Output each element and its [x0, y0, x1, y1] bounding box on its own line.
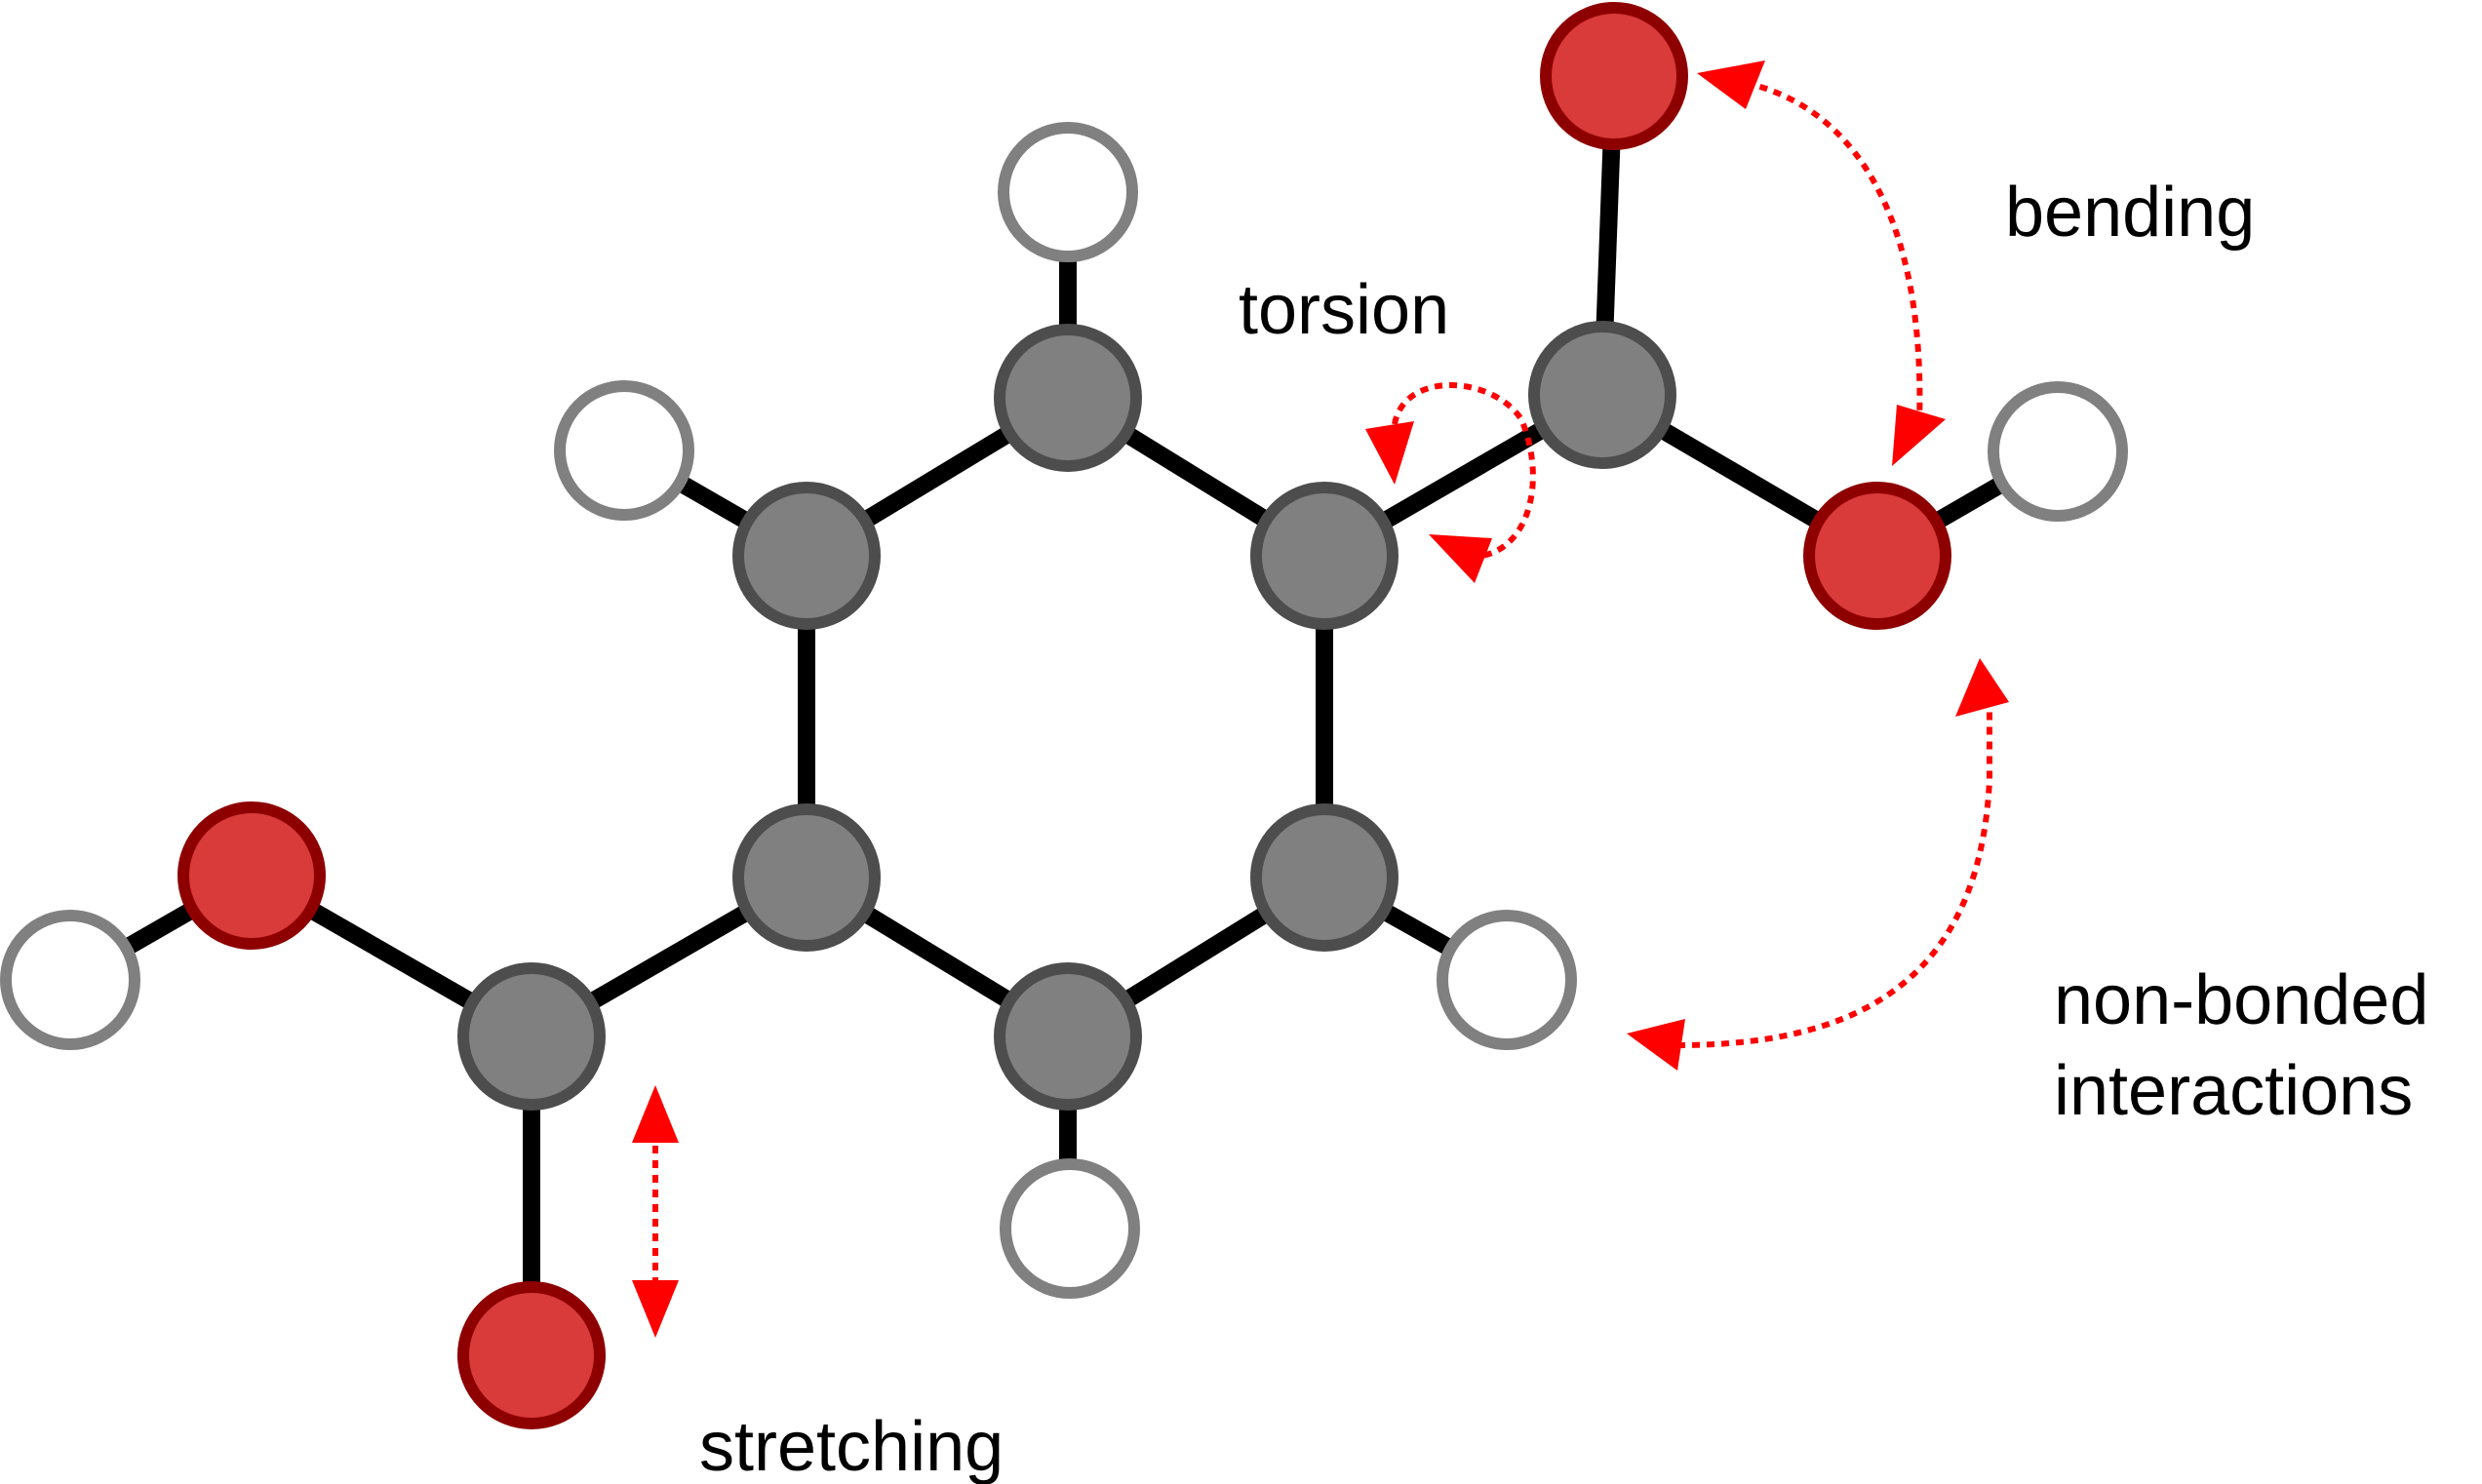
oxygen-atom [1540, 2, 1688, 150]
stretching-label: stretching [699, 1408, 1004, 1484]
hydrogen-atom [1000, 1158, 1140, 1299]
arrowhead-icon [1955, 658, 2009, 717]
carbon-atom [994, 324, 1142, 472]
carbon-atom [457, 962, 606, 1111]
bending-label: bending [2005, 174, 2255, 252]
torsion-label: torsion [1239, 271, 1449, 349]
carbon-atom [1250, 803, 1399, 952]
bending-arrow [1697, 60, 1946, 466]
arrowhead-icon [1697, 60, 1765, 109]
stretching-arrow [632, 1085, 679, 1338]
torsion-arrow [1365, 382, 1536, 583]
oxygen-atom [457, 1281, 606, 1429]
hydrogen-atom [1988, 381, 2128, 522]
carbon-atom [1528, 321, 1676, 469]
non-bonded-arrow [1627, 658, 2009, 1071]
hydrogen-atom [998, 122, 1138, 262]
arrowhead-icon [1892, 405, 1946, 466]
arrowhead-icon [1365, 421, 1414, 485]
arrowhead-icon [632, 1280, 679, 1338]
arrowhead-icon [1627, 1019, 1685, 1071]
hydrogen-atom [554, 380, 694, 521]
oxygen-atom [1803, 482, 1951, 630]
carbon-atom [732, 482, 881, 630]
carbon-atom [732, 803, 881, 952]
atoms [0, 2, 2128, 1429]
hydrogen-atom [0, 910, 140, 1050]
carbon-atom [994, 962, 1142, 1111]
oxygen-atom [177, 801, 326, 950]
interactions-label: interactions [2054, 1052, 2413, 1130]
hydrogen-atom [1437, 910, 1577, 1050]
arrowhead-icon [1429, 534, 1492, 583]
arrowhead-icon [632, 1085, 679, 1143]
non-bonded-label: non-bonded [2054, 961, 2428, 1039]
carbon-atom [1250, 482, 1399, 630]
